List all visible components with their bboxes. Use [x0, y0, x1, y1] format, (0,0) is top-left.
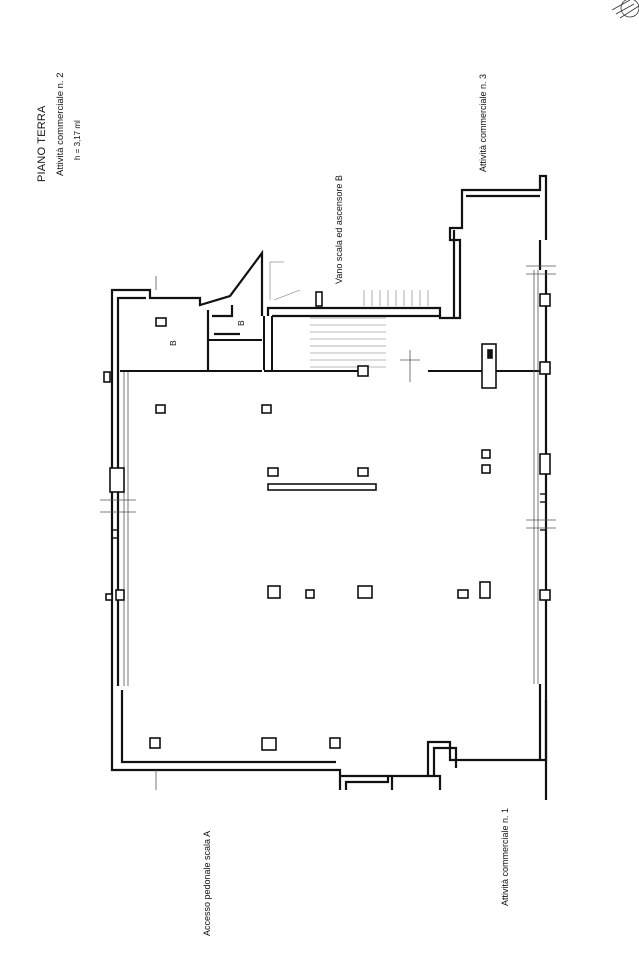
north-arrow-icon: [611, 0, 639, 19]
stair-treads: [269, 261, 429, 368]
room-label-b-large: B: [168, 340, 178, 346]
label-unit-3: Attività commerciale n. 3: [478, 73, 488, 172]
outer-walls: [110, 174, 548, 800]
facade-thin-lines: [100, 265, 556, 790]
interior-partitions: [120, 316, 540, 372]
height-note: h = 3,17 ml: [73, 120, 82, 160]
windows: [112, 493, 546, 539]
page-subtitle: Attività commerciale n. 2: [55, 72, 66, 176]
beam-column: [267, 343, 497, 491]
page-title: PIANO TERRA: [36, 105, 48, 182]
label-unit-1: Attività commerciale n. 1: [500, 807, 510, 906]
pillars: [103, 291, 551, 751]
label-stair-b: Vano scala ed ascensore B: [334, 175, 344, 284]
room-label-b-small: B: [236, 320, 246, 326]
label-access-a: Accesso pedonale scala A: [202, 830, 212, 936]
